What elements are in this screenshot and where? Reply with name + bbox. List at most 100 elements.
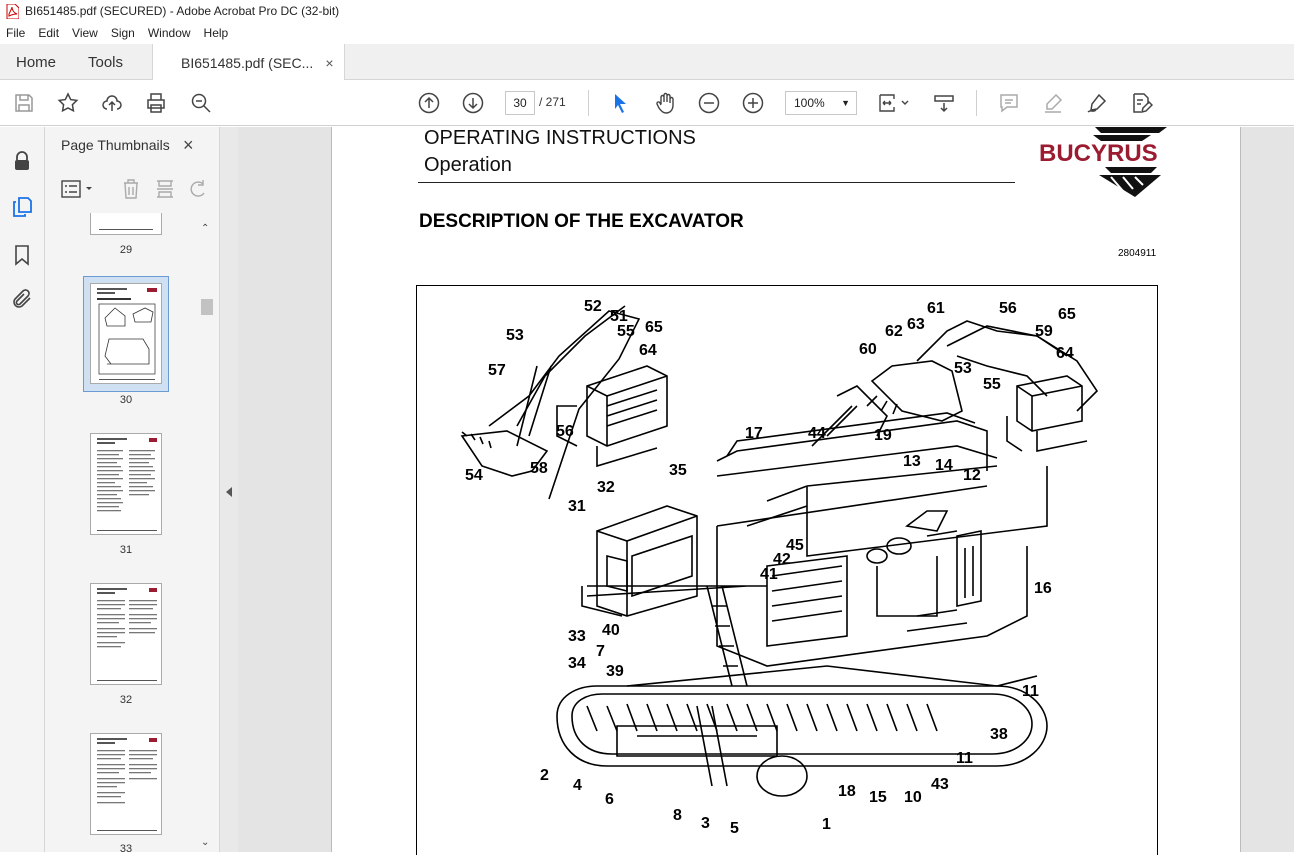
thumbnail-scrollbar[interactable] [199,220,213,852]
delete-page-icon[interactable] [121,178,141,200]
print-icon[interactable] [144,91,168,115]
callout-label: 18 [838,783,856,800]
left-navigation-rail [0,127,45,852]
callout-label: 51 [610,308,628,325]
callout-label: 64 [1056,345,1074,362]
thumbnail-page-33[interactable] [90,733,162,835]
next-page-icon[interactable] [461,91,485,115]
tab-document-label: BI651485.pdf (SEC... [181,54,314,71]
callout-label: 15 [869,789,887,806]
fit-page-icon[interactable] [877,91,913,115]
excavator-diagram: 52 51 55 65 53 64 57 56 54 58 61 56 65 6… [416,285,1158,855]
callout-label: 5 [730,820,739,837]
section-title: DESCRIPTION OF THE EXCAVATOR [419,211,744,232]
callout-label: 6 [605,791,614,808]
rotate-page-icon[interactable] [188,178,208,200]
hand-tool-icon[interactable] [653,91,677,115]
callout-label: 34 [568,655,586,672]
thumbnail-label: 29 [119,244,133,256]
menu-edit[interactable]: Edit [38,26,60,40]
header-rule [418,182,1015,183]
extract-page-icon[interactable] [155,178,175,200]
callout-label: 2 [540,767,549,784]
attachment-icon[interactable] [10,287,34,311]
thumbnail-label: 33 [119,843,133,855]
thumbnail-page-29[interactable] [90,213,162,235]
zoom-level-select[interactable]: 100% ▼ [785,91,857,115]
menu-view[interactable]: View [72,26,98,40]
thumbnail-tools [45,171,220,205]
callout-label: 32 [597,479,615,496]
callout-label: 53 [506,327,524,344]
callout-label: 39 [606,663,624,680]
pane-collapse-handle[interactable] [220,127,238,852]
toolbar-divider [588,90,589,116]
tab-home[interactable]: Home [16,44,56,80]
close-tab-icon[interactable]: × [325,54,334,71]
scrollbar-thumb[interactable] [201,299,213,315]
chevron-down-icon: ▼ [841,98,850,108]
page-number-input[interactable]: 30 [505,91,535,115]
comment-icon[interactable] [997,91,1021,115]
menu-window[interactable]: Window [147,26,191,40]
tab-tools[interactable]: Tools [88,44,123,80]
thumbnail-options-icon[interactable] [61,179,95,199]
thumbnail-label: 32 [119,694,133,706]
callout-label: 53 [954,360,972,377]
callout-label: 12 [963,467,981,484]
upload-cloud-icon[interactable] [100,91,124,115]
save-icon[interactable] [12,91,36,115]
callout-label: 45 [786,537,804,554]
zoom-out-icon[interactable] [697,91,721,115]
bookmark-icon[interactable] [10,243,34,267]
callout-label: 42 [773,551,791,568]
callout-label: 4 [573,777,582,794]
highlight-pen-icon[interactable] [1041,91,1065,115]
menu-file[interactable]: File [6,26,26,40]
callout-label: 7 [596,643,605,660]
pdf-file-icon [6,3,20,19]
thumbnail-page-31[interactable] [90,433,162,535]
callout-label: 1 [822,816,831,833]
pane-title: Page Thumbnails [61,137,170,153]
zoom-search-icon[interactable] [189,91,213,115]
thumbnail-page-30[interactable] [90,283,162,384]
callout-label: 17 [745,425,763,442]
callout-label: 59 [1035,323,1053,340]
callout-label: 55 [983,376,1001,393]
lock-icon[interactable] [10,149,34,173]
callout-label: 41 [760,566,778,583]
scroll-mode-icon[interactable] [932,91,956,115]
callout-label: 40 [602,622,620,639]
zoom-in-icon[interactable] [741,91,765,115]
callout-label: 35 [669,462,687,479]
callout-label: 55 [617,323,635,340]
callout-label: 44 [808,425,826,442]
edit-document-icon[interactable] [1129,91,1154,115]
callout-label: 19 [874,427,892,444]
pdf-page: OPERATING INSTRUCTIONS Operation BUCYRUS… [331,127,1241,855]
thumbnail-page-32[interactable] [90,583,162,685]
menu-help[interactable]: Help [203,26,229,40]
tab-bar: Home Tools BI651485.pdf (SEC... × [0,44,1294,81]
scroll-down-icon[interactable]: ⌄ [201,837,210,848]
sign-pen-icon[interactable] [1085,91,1109,115]
callout-label: 31 [568,498,586,515]
tab-document[interactable]: BI651485.pdf (SEC... × [152,44,345,81]
callout-label: 10 [904,789,922,806]
callout-label: 65 [645,319,663,336]
close-icon[interactable]: × [183,135,194,155]
select-cursor-icon[interactable] [608,91,632,115]
bookmark-star-icon[interactable] [56,91,80,115]
scroll-up-icon[interactable]: ⌃ [201,223,210,234]
menu-sign[interactable]: Sign [110,26,135,40]
main-toolbar: 30 / 271 100% ▼ [0,80,1294,126]
callout-label: 11 [956,750,973,767]
page-thumbnails-icon[interactable] [10,195,34,219]
callout-label: 58 [530,460,548,477]
excavator-drawing [460,305,1099,797]
window-title: BI651485.pdf (SECURED) - Adobe Acrobat P… [25,4,340,18]
callout-label: 54 [465,467,483,484]
thumbnail-label: 31 [119,544,133,556]
previous-page-icon[interactable] [417,91,441,115]
